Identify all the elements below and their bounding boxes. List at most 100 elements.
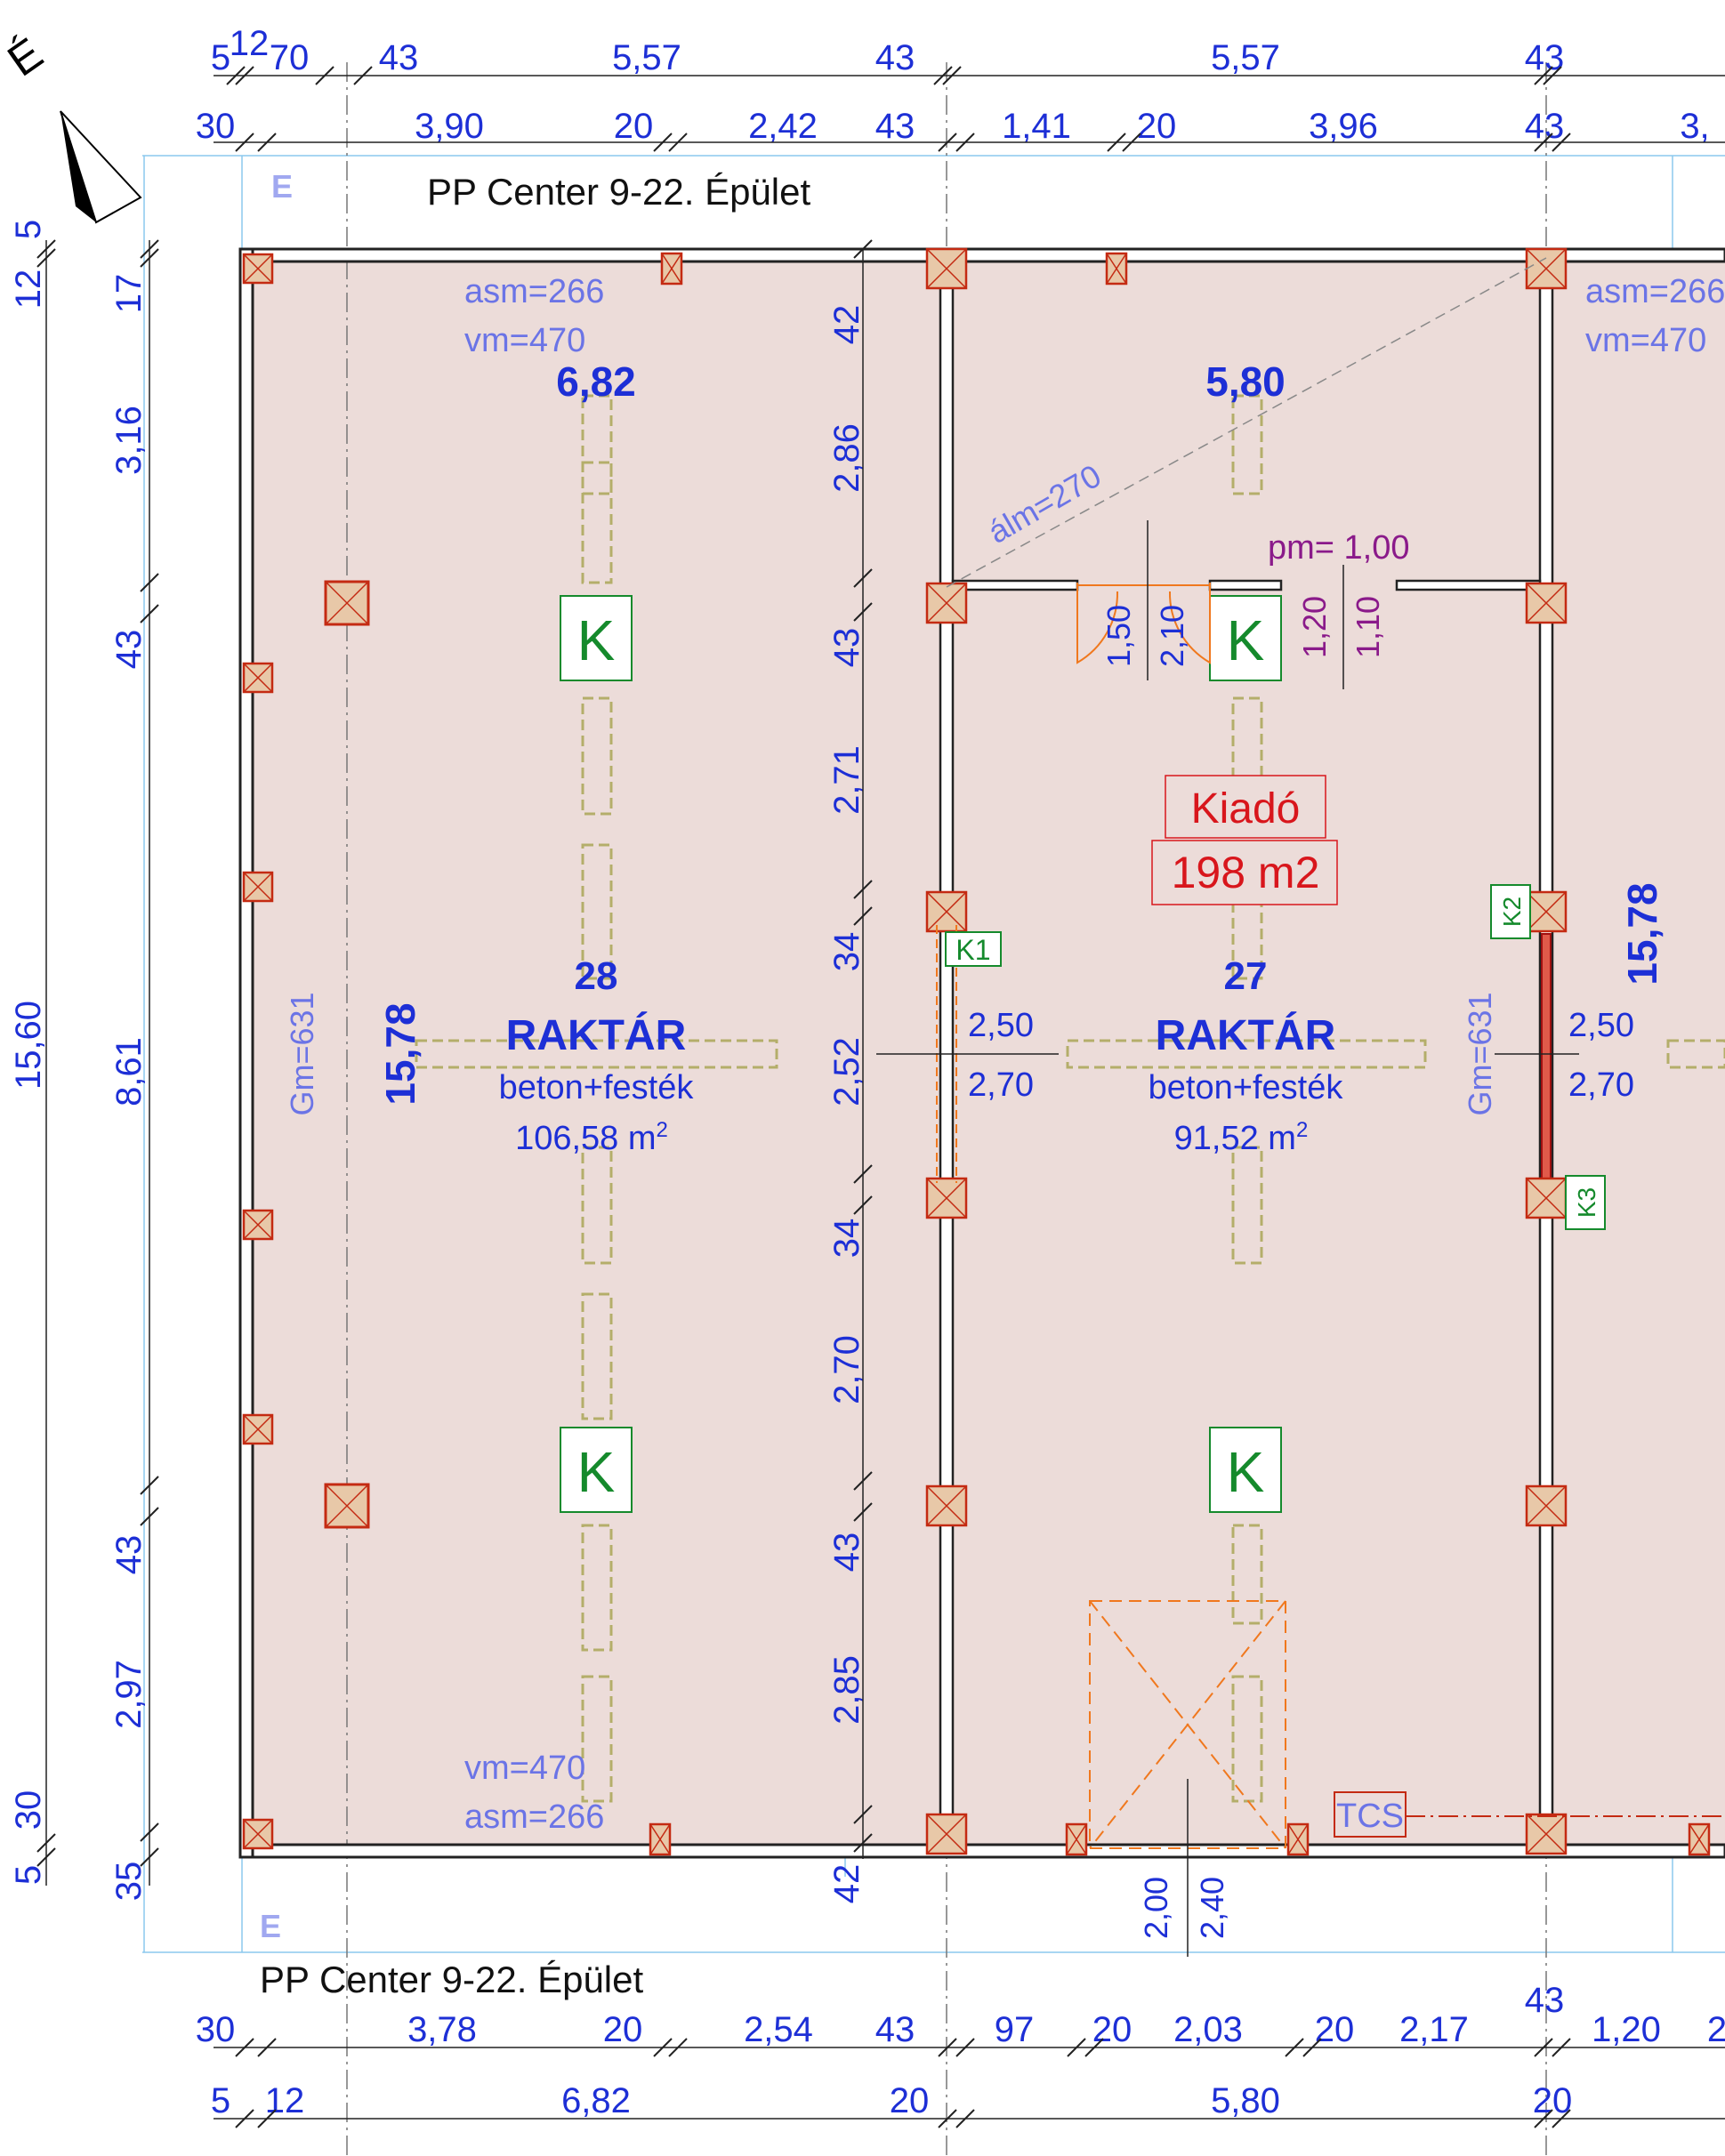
north-label: É — [0, 28, 52, 86]
dim-mid-10: 42 — [827, 1864, 867, 1904]
dim-bottom-inner-5: 97 — [995, 2010, 1035, 2049]
door3-height: 2,10 — [1154, 605, 1190, 667]
dim-top-inner-8: 43 — [1525, 107, 1565, 146]
room-27-depth: 15,78 — [1619, 882, 1665, 985]
room-28-asm-bottom: asm=266 — [464, 1798, 604, 1836]
dim-mid-1: 2,86 — [827, 423, 867, 493]
door1-height: 2,70 — [968, 1066, 1034, 1104]
dim-bottom-inner-8: 20 — [1315, 2010, 1355, 2049]
dim-bottom-inner-9: 2,17 — [1399, 2010, 1469, 2049]
dim-mid-6: 34 — [827, 1219, 867, 1259]
dim-top-inner-0: 30 — [196, 107, 236, 146]
dimension-marker-lines — [876, 520, 1579, 1957]
room-28-finish: beton+festék — [499, 1069, 695, 1106]
dim-mid-7: 2,70 — [827, 1335, 867, 1404]
dim-left-outer-1: 5 — [9, 220, 48, 239]
room-28-width: 6,82 — [556, 358, 636, 405]
room-27-gm: Gm=631 — [1462, 992, 1498, 1115]
room-28-labels: 28 RAKTÁR beton+festék 106,58 m2 6,82 15… — [284, 273, 694, 1836]
dim-left-inner-4: 43 — [109, 1535, 149, 1575]
dim-bottom-inner-12: 2 — [1707, 2010, 1725, 2049]
dim-bottom-inner-3: 2,54 — [744, 2010, 813, 2049]
dim-top-outer-4: 5,57 — [612, 38, 681, 77]
room-27-finish: beton+festék — [1149, 1069, 1344, 1106]
dim-top-outer-6: 5,57 — [1211, 38, 1280, 77]
dim-bottom-inner-7: 2,03 — [1173, 2010, 1243, 2049]
dim-mid-5: 2,52 — [827, 1037, 867, 1106]
room-28-name: RAKTÁR — [506, 1011, 687, 1059]
rental-area: 198 m2 — [1172, 848, 1320, 897]
dim-left-inner-0: 17 — [109, 274, 149, 314]
dim-top-inner-3: 2,42 — [748, 107, 818, 146]
dim-left-outer-0: 12 — [9, 270, 48, 310]
room-28-number: 28 — [575, 954, 618, 998]
ceiling-beams — [415, 394, 1725, 1803]
room-27-area: 91,52 m2 — [1174, 1118, 1309, 1157]
dim-bottom-outer-2: 6,82 — [561, 2081, 631, 2120]
room-27-number: 27 — [1224, 954, 1268, 998]
room-next-floor — [1546, 249, 1725, 1857]
door2-width: 2,50 — [1568, 1007, 1634, 1044]
opening-dimensions: 2,50 2,70 2,50 2,70 1,50 2,10 pm= 1,00 1… — [968, 529, 1634, 1939]
dim-top-inner-6: 20 — [1137, 107, 1177, 146]
dim-top-outer-3: 43 — [379, 38, 419, 77]
room-28-vm-bottom: vm=470 — [464, 1750, 585, 1787]
rental-status: Kiadó — [1191, 785, 1301, 833]
dim-bottom-inner-4: 43 — [875, 2010, 915, 2049]
dim-mid-4: 34 — [827, 932, 867, 972]
dim-bottom-inner-0: 30 — [196, 2010, 236, 2049]
room-27-width: 5,80 — [1205, 358, 1286, 405]
building-label-top: PP Center 9-22. Épület — [427, 171, 810, 213]
dim-top-inner-2: 20 — [614, 107, 654, 146]
tag-k1: K1 — [955, 934, 990, 966]
dim-bottom-inner-11: 1,20 — [1592, 2010, 1661, 2049]
room-28-gm: Gm=631 — [284, 992, 320, 1115]
room-27-asm-top: asm=266 — [1585, 273, 1725, 310]
dim-top-outer-1: 12 — [230, 24, 270, 63]
elevation-marker-top: E — [271, 168, 293, 205]
elevation-marker-bottom: E — [260, 1908, 281, 1944]
dim-top-inner-4: 43 — [875, 107, 915, 146]
tag-tcs: TCS — [1336, 1798, 1404, 1835]
dim-left-inner-1: 3,16 — [109, 406, 149, 475]
equipment-tags: K1 K2 K3 TCS — [945, 884, 1606, 1838]
dim-left-inner-5: 2,97 — [109, 1660, 149, 1729]
room-28-depth: 15,78 — [377, 1002, 423, 1105]
dim-bottom-inner-2: 20 — [603, 2010, 643, 2049]
dim-top-inner-5: 1,41 — [1002, 107, 1071, 146]
dim-mid-8: 43 — [827, 1533, 867, 1573]
room-28-asm-top: asm=266 — [464, 273, 604, 310]
dim-mid-3: 2,71 — [827, 745, 867, 815]
tag-k2: K2 — [1498, 897, 1526, 927]
dim-top-outer-5: 43 — [875, 38, 915, 77]
window-width: 1,20 — [1296, 596, 1333, 658]
dim-top-inner-1: 3,90 — [415, 107, 484, 146]
door2-height: 2,70 — [1568, 1066, 1634, 1104]
window-height: 1,10 — [1350, 596, 1386, 658]
rental-info: Kiadó 198 m2 — [1151, 775, 1338, 905]
dimension-lines — [36, 66, 1725, 2128]
dim-left-inner-2: 43 — [109, 630, 149, 670]
dim-bottom-outer-4: 5,80 — [1211, 2081, 1280, 2120]
dim-bottom-inner-10: 43 — [1525, 1981, 1565, 2020]
dim-top-inner-9: 3, — [1680, 107, 1709, 146]
room-27-vm-top: vm=470 — [1585, 322, 1706, 359]
door3-width: 1,50 — [1100, 605, 1137, 667]
dim-left-inner-3: 8,61 — [109, 1037, 149, 1106]
room-27-labels: 27 RAKTÁR beton+festék 91,52 m2 5,80 15,… — [1149, 273, 1725, 1157]
dim-top-outer-7: 43 — [1525, 38, 1565, 77]
dim-bottom-outer-3: 20 — [890, 2081, 930, 2120]
fixture-k-1: K — [577, 608, 616, 672]
dim-mid-9: 2,85 — [827, 1655, 867, 1725]
exterior-walls — [238, 247, 1725, 1859]
dim-mid-2: 43 — [827, 628, 867, 668]
dim-left-outer-3: 30 — [9, 1790, 48, 1830]
building-label-bottom: PP Center 9-22. Épület — [260, 1959, 643, 2000]
dim-top-outer-2: 70 — [270, 38, 310, 77]
fixture-symbols: K K K K — [560, 595, 1282, 1513]
fixture-k-2: K — [577, 1440, 616, 1504]
dim-left-outer-2: 15,60 — [9, 1001, 48, 1090]
gate-height: 2,40 — [1194, 1877, 1230, 1939]
north-arrow: É — [0, 28, 142, 224]
